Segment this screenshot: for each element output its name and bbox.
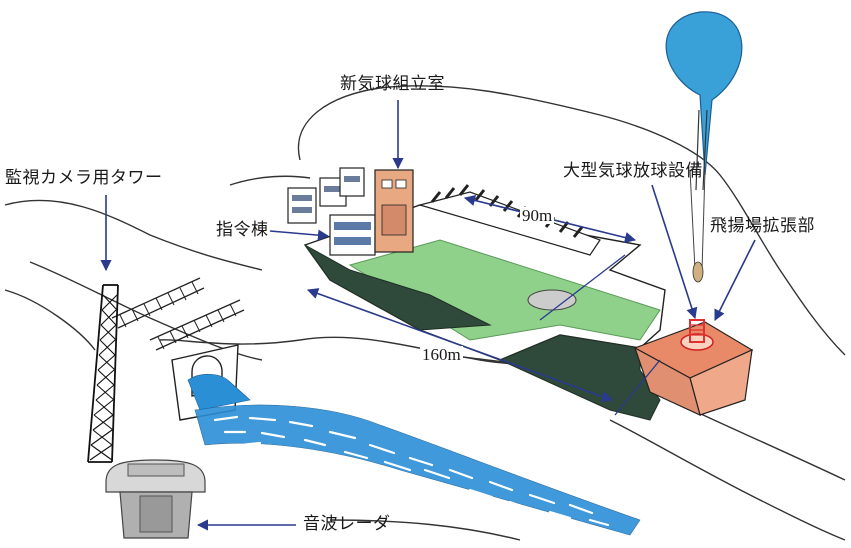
- river-highlights: [213, 415, 610, 527]
- assembly-room-label: 新気球組立室: [340, 74, 445, 94]
- launch-field-extension-label: 飛揚場拡張部: [710, 216, 815, 236]
- camera-tower-braces: [89, 294, 118, 461]
- dimension-90m-label: 90m: [520, 206, 555, 225]
- balloon: [665, 11, 743, 283]
- fence-hatch: [119, 281, 237, 350]
- command-building-label: 指令棟: [216, 220, 269, 240]
- sound-radar-label: 音波レーダ: [303, 514, 391, 534]
- camera-tower-label: 監視カメラ用タワー: [5, 168, 163, 188]
- river: [187, 373, 641, 536]
- fence-structures: [111, 277, 245, 351]
- dimension-160m-label: 160m: [420, 345, 463, 364]
- sound-radar: [105, 459, 206, 539]
- dimension-ticks: [539, 254, 661, 416]
- buildings: [287, 167, 414, 256]
- large-balloon-launcher-label: 大型気球放球設備: [563, 161, 703, 181]
- leader-arrows: [100, 100, 756, 531]
- camera-tower: [87, 284, 119, 463]
- launch-pad: [633, 319, 754, 417]
